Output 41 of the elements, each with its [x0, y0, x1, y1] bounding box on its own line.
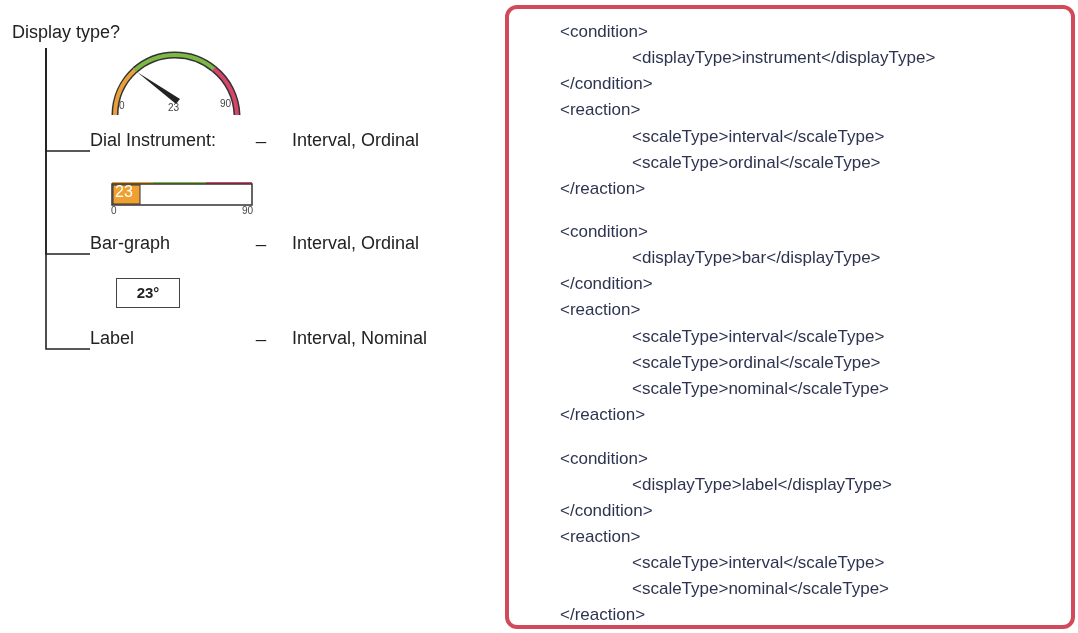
code-line: </reaction> — [560, 604, 646, 626]
dash-mark: _ — [256, 124, 266, 142]
branch-label: Interval, Ordinal — [292, 127, 477, 153]
code-line: <displayType>bar</displayType> — [632, 247, 881, 269]
value-label-box: 23° — [116, 278, 180, 308]
scale-tick-label: 90 — [220, 99, 232, 109]
code-line: <scaleType>nominal</scaleType> — [632, 378, 890, 400]
code-line: <scaleType>ordinal</scaleType> — [632, 152, 881, 174]
branch-label: Interval, Ordinal — [292, 230, 477, 256]
scale-tick-label: 0 — [119, 101, 125, 111]
branch-label: Label — [90, 325, 190, 351]
code-line: </condition> — [560, 73, 653, 95]
tree-connector — [45, 47, 91, 350]
dash-mark: _ — [256, 322, 266, 340]
code-line: <displayType>instrument</displayType> — [632, 47, 936, 69]
dash-mark: _ — [256, 227, 266, 245]
scale-tick-label: 90 — [242, 206, 254, 216]
code-line: <reaction> — [560, 299, 641, 321]
branch-label: Dial Instrument: — [90, 127, 250, 153]
code-line: <scaleType>interval</scaleType> — [632, 126, 885, 148]
code-line: <reaction> — [560, 526, 641, 548]
code-line: <scaleType>interval</scaleType> — [632, 326, 885, 348]
code-line: </condition> — [560, 500, 653, 522]
code-line: <condition> — [560, 448, 648, 470]
code-line: <condition> — [560, 21, 648, 43]
code-line: </reaction> — [560, 404, 646, 426]
code-line: <condition> — [560, 221, 648, 243]
code-panel — [505, 5, 1075, 629]
branch-label: Bar-graph — [90, 230, 210, 256]
scale-tick-label: 0 — [111, 206, 117, 216]
code-line: <displayType>label</displayType> — [632, 474, 892, 496]
code-line: </condition> — [560, 273, 653, 295]
branch-label: Display type? — [12, 20, 142, 44]
branch-label: Interval, Nominal — [292, 325, 482, 351]
code-line: <scaleType>interval</scaleType> — [632, 552, 885, 574]
scale-tick-label: 23 — [168, 103, 180, 113]
bar-value-label: 23 — [115, 184, 133, 200]
code-line: </reaction> — [560, 178, 646, 200]
code-line: <reaction> — [560, 99, 641, 121]
code-line: <scaleType>ordinal</scaleType> — [632, 352, 881, 374]
code-line: <scaleType>nominal</scaleType> — [632, 578, 890, 600]
